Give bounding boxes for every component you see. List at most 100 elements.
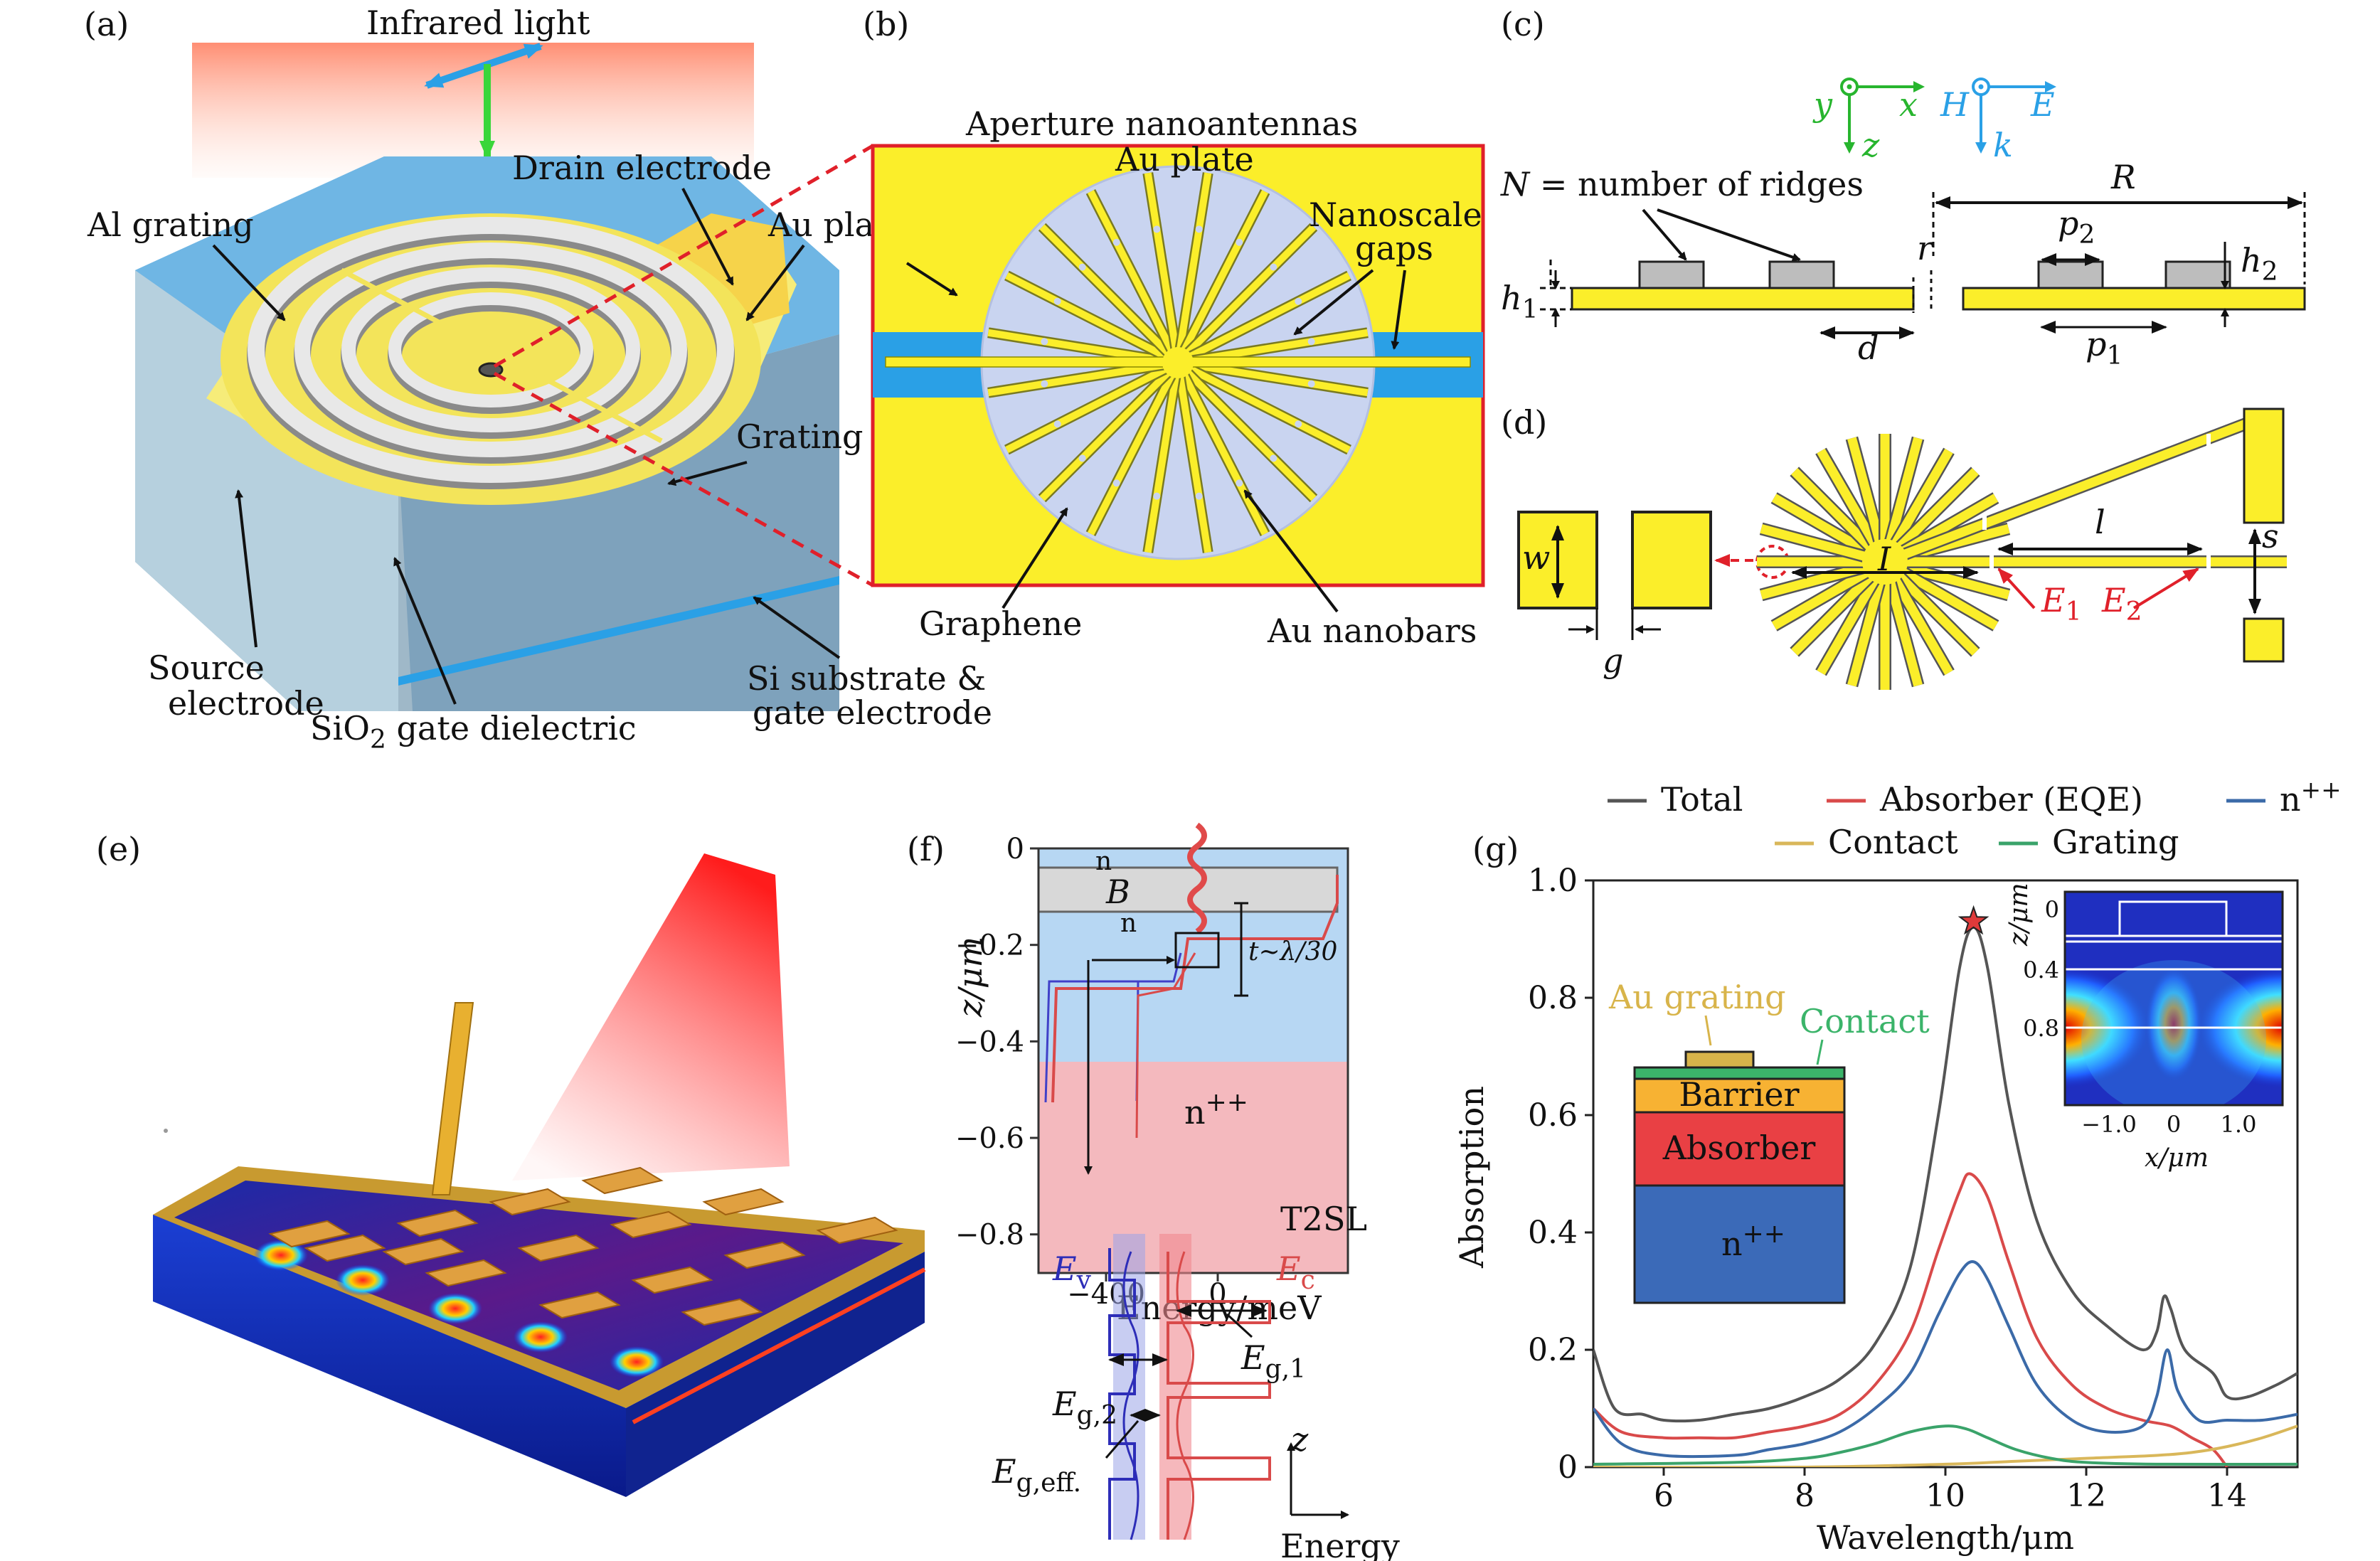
nanobar-fill <box>1189 366 1351 454</box>
g-label: g <box>1603 641 1623 680</box>
I-label: I <box>1877 540 1891 578</box>
axis-triad-yxz-icon: y x z <box>1812 78 1925 164</box>
hotspot <box>428 1293 482 1324</box>
d-label: d <box>1858 329 1879 367</box>
nanobar-gap <box>1153 225 1161 233</box>
nanobar-fill <box>1005 366 1167 454</box>
n-top-label: n <box>1095 847 1112 876</box>
panel-f: (f) t~λ/30 n B n n++ 0−0.2−0.4−0.6−0.8−4… <box>907 822 1400 1561</box>
g-ytick-label: 0.4 <box>1528 1215 1578 1251</box>
nanobar-gap <box>1041 338 1048 346</box>
d-gap <box>1989 555 1994 569</box>
g-ytick-label: 0.8 <box>1528 980 1578 1016</box>
source-label-2: electrode <box>168 684 324 723</box>
map-ytick-label: 0.8 <box>2023 1015 2059 1042</box>
s-label: s <box>2262 517 2279 555</box>
ridge <box>2037 260 2104 289</box>
panel-b-tag: (b) <box>863 5 909 43</box>
inset-npp-label: n++ <box>1721 1220 1785 1263</box>
map-xtick-label: −1.0 <box>2081 1111 2137 1138</box>
g-ytick-label: 0.2 <box>1528 1332 1578 1368</box>
nanobar-fill <box>1176 375 1212 553</box>
ec-profile <box>1167 1252 1271 1540</box>
legend-label: Contact <box>1828 823 1958 861</box>
grating-base-right <box>1962 287 2306 311</box>
field-hotspots <box>254 1240 664 1378</box>
slab-top <box>174 1181 903 1390</box>
nanoscale-label-2: gaps <box>1355 229 1433 267</box>
gold-pad <box>723 1241 806 1269</box>
center-nanobar-hub <box>1162 347 1194 378</box>
probe-tip <box>431 1002 474 1195</box>
d-spokes <box>1757 417 2287 690</box>
inset-contact-label: Contact <box>1800 1002 1930 1040</box>
panel-d: (d) w g s l I E1 E2 <box>1501 403 2287 690</box>
nanobar-gap <box>1307 380 1315 388</box>
axis-triad-hek-icon: H E k <box>1940 78 2056 164</box>
p2-label: p2 <box>2058 204 2095 250</box>
h2-label: h2 <box>2241 241 2278 287</box>
g-xtick-label: 8 <box>1795 1478 1815 1514</box>
panel-b: (b) Aperture nanoantennas Nanoscale gaps… <box>493 5 1485 650</box>
nanobar-gap <box>1195 225 1203 233</box>
nanobar-gap <box>1112 238 1120 246</box>
gold-pad <box>681 1298 763 1326</box>
nanobar-gap <box>1195 492 1203 500</box>
g-ylabel: Absorption <box>1452 1086 1491 1269</box>
series-lines <box>1593 925 2297 1467</box>
g-ytick-label: 0 <box>1558 1449 1578 1486</box>
egeff-label: Eg,eff. <box>992 1452 1081 1498</box>
infrared-label: Infrared light <box>366 4 590 42</box>
gold-pad <box>396 1209 479 1237</box>
B-label: B <box>1105 873 1130 911</box>
gold-pads <box>268 1166 898 1326</box>
series-line-grating <box>1593 1424 2297 1466</box>
f-xlabel: Energy/meV <box>1117 1289 1322 1327</box>
g-xtick-label: 14 <box>2207 1478 2247 1514</box>
legend-label: n++ <box>2280 776 2342 819</box>
panel-e: (e) <box>96 830 926 1497</box>
gold-pad <box>581 1166 664 1195</box>
nanobar-fill <box>1005 272 1167 360</box>
nanobar-fill <box>1191 329 1369 364</box>
svg-text:y: y <box>1812 85 1833 124</box>
laser-beam <box>512 853 790 1181</box>
t2sl-label: T2SL <box>1280 1200 1367 1238</box>
ev-label: Ev <box>1052 1250 1092 1295</box>
inset-absorber <box>1633 1111 1846 1187</box>
eg2-label: Eg,2 <box>1052 1385 1117 1430</box>
nanobar-fill <box>1039 370 1171 501</box>
nanobar-gap <box>1236 238 1243 246</box>
nanobar-fill <box>1144 375 1179 553</box>
nanobar-gap <box>1236 479 1243 487</box>
nanobar-gap <box>1053 420 1061 428</box>
au-plate-label-b: Au plate <box>1115 140 1254 179</box>
map-xlabel: x/μm <box>2145 1144 2209 1173</box>
f-ytick-label: −0.2 <box>955 929 1024 962</box>
nanobar-gap <box>1153 492 1161 500</box>
d-gap <box>2206 434 2211 448</box>
g-xtick-label: 12 <box>2066 1478 2106 1514</box>
nanobars-label: Au nanobars <box>1267 612 1477 650</box>
panel-c-tag: (c) <box>1501 5 1545 43</box>
inset-npp <box>1633 1184 1846 1304</box>
ridges-label: N = number of ridges <box>1500 165 1864 203</box>
gold-pad <box>304 1234 386 1262</box>
zoom-box <box>1174 932 1220 969</box>
f-ytick-label: 0 <box>1006 833 1024 865</box>
eg1-label: Eg,1 <box>1241 1338 1306 1384</box>
inset-au-grating <box>1684 1050 1755 1069</box>
nanobar-gap <box>1112 479 1120 487</box>
gold-pad <box>268 1220 351 1248</box>
nanobar-fill <box>987 329 1165 364</box>
nanobar-fill <box>987 361 1165 397</box>
aperture-title: Aperture nanoantennas <box>965 105 1358 143</box>
l-label: l <box>2095 503 2105 541</box>
panel-g-tag: (g) <box>1472 830 1519 868</box>
energy-axis-label: Energy <box>1280 1527 1400 1561</box>
gold-pad <box>702 1188 785 1216</box>
f-ytick-label: −0.8 <box>955 1219 1024 1252</box>
